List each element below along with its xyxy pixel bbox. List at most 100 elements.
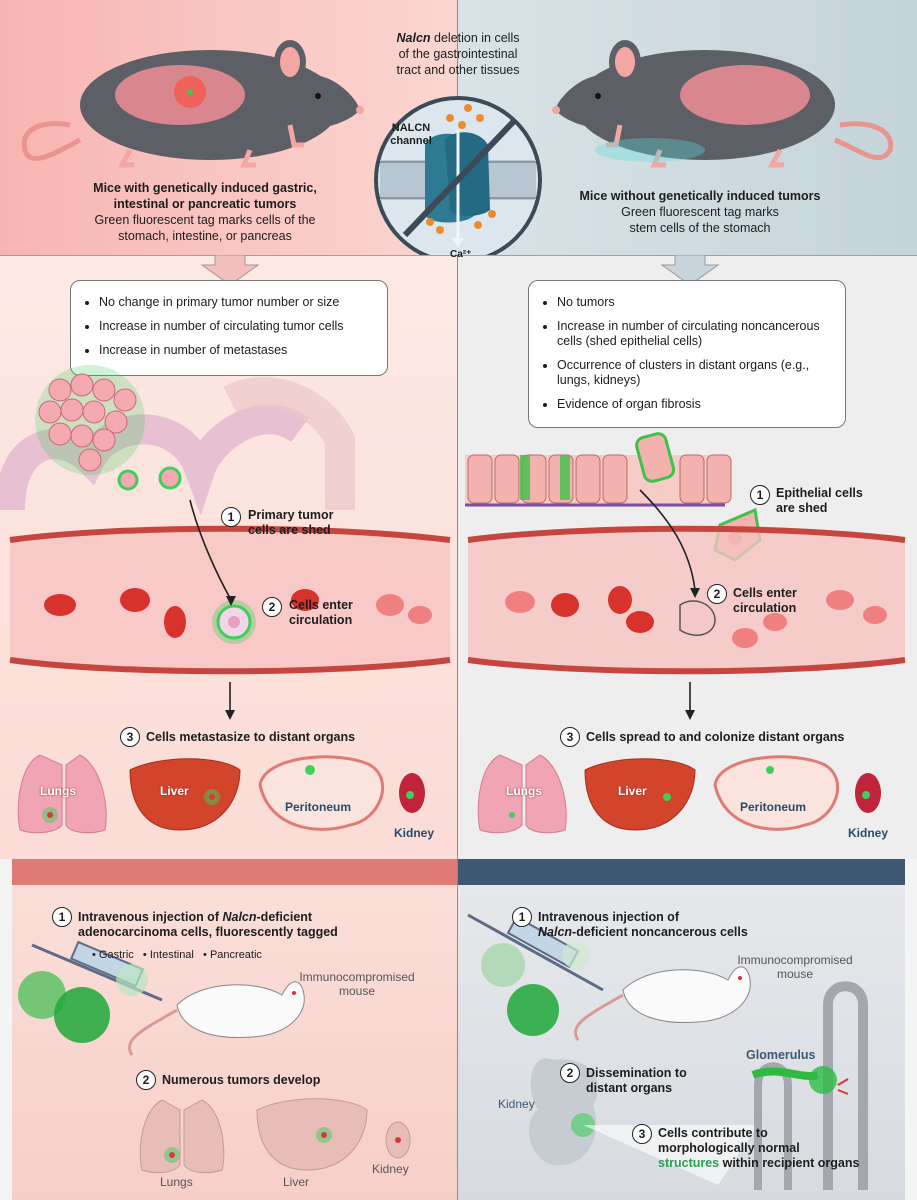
nalcn-channel-illustration: [374, 96, 542, 255]
left-step-1-text: Primary tumor cells are shed: [248, 508, 333, 538]
bl-type-pancreatic: Pancreatic: [209, 949, 262, 961]
bl-step-1-italic: Nalcn: [222, 910, 257, 924]
br-step-2-line2: distant organs: [586, 1081, 673, 1095]
right-mouse-illustration: [552, 40, 894, 168]
right-organ-kidney: Kidney: [848, 826, 889, 840]
left-step-1-number: 1: [221, 507, 241, 527]
br-step-1-italic: Nalcn: [538, 925, 573, 939]
right-finding-item: Evidence of organ fibrosis: [557, 397, 831, 412]
left-mouse-caption-1: Green fluorescent tag marks cells of the: [94, 213, 316, 227]
br-step-3-green: structures: [658, 1156, 720, 1170]
channel-label: NALCN channel: [386, 122, 436, 148]
left-mouse-caption-bold-2: intestinal or pancreatic tumors: [113, 197, 297, 211]
bottom-right-band: [458, 859, 905, 885]
right-step-1-line1: Epithelial cells: [776, 486, 863, 500]
bl-organ-kidney: Kidney: [372, 1162, 409, 1176]
bl-step-1-line2: adenocarcinoma cells, fluorescently tagg…: [78, 925, 338, 939]
left-step-3-number: 3: [120, 727, 140, 747]
left-step-2-text: Cells enter circulation: [289, 598, 353, 628]
right-step-2-number: 2: [707, 584, 727, 604]
left-finding-item: No change in primary tumor number or siz…: [99, 295, 373, 310]
header-line2: of the gastrointestinal: [398, 47, 518, 61]
bottom-left-illustration: [18, 940, 411, 1174]
header-caption: Nalcn deletion in cells of the gastroint…: [360, 30, 556, 78]
right-organ-lungs: Lungs: [506, 784, 542, 798]
br-kidney-label: Kidney: [498, 1097, 535, 1111]
right-mouse-caption: Mice without genetically induced tumors …: [555, 188, 845, 236]
bl-step-2-number: 2: [136, 1070, 156, 1090]
br-step-3-line2: morphologically normal: [658, 1141, 800, 1155]
right-findings-box: No tumors Increase in number of circulat…: [528, 280, 846, 428]
left-step-1-line1: Primary tumor: [248, 508, 334, 522]
br-mouse-label-1: Immunocompromised: [737, 953, 853, 967]
red-blood-cells: [44, 586, 887, 648]
br-step-3-text: Cells contribute to morphologically norm…: [658, 1126, 859, 1171]
channel-label-2: channel: [390, 135, 432, 147]
bottom-right-illustration: [467, 913, 868, 1190]
br-step-3-number: 3: [632, 1124, 652, 1144]
down-arrows: [200, 255, 720, 286]
bl-type-gastric: Gastric: [98, 949, 134, 961]
right-finding-item: Occurrence of clusters in distant organs…: [557, 358, 831, 388]
left-mouse-caption: Mice with genetically induced gastric, i…: [40, 180, 370, 244]
right-mouse-caption-2: stem cells of the stomach: [629, 221, 771, 235]
br-mouse-label: Immunocompromised mouse: [730, 953, 860, 981]
left-mouse-caption-bold-1: Mice with genetically induced gastric,: [93, 181, 317, 195]
right-step-1-text: Epithelial cells are shed: [776, 486, 863, 516]
br-step-1-text: Intravenous injection of Nalcn-deficient…: [538, 910, 748, 940]
right-mouse-caption-bold: Mice without genetically induced tumors: [579, 189, 821, 203]
left-organ-peritoneum: Peritoneum: [285, 800, 352, 814]
right-step-3-number: 3: [560, 727, 580, 747]
bl-organ-lungs: Lungs: [160, 1175, 193, 1189]
organs-illustration: [17, 754, 881, 834]
right-organ-peritoneum: Peritoneum: [740, 800, 807, 814]
right-mouse-caption-1: Green fluorescent tag marks: [621, 205, 779, 219]
bottom-left-band: [12, 859, 458, 885]
right-step-1-number: 1: [750, 485, 770, 505]
br-step-1-rest: -deficient noncancerous cells: [572, 925, 748, 939]
organ-arrows: [225, 682, 695, 720]
left-step-2-number: 2: [262, 597, 282, 617]
bl-step-1-b: -deficient: [256, 910, 313, 924]
bl-mouse-label-2: mouse: [338, 984, 376, 998]
right-step-1-line2: are shed: [776, 501, 828, 515]
bl-step-1-a: Intravenous injection of: [78, 910, 223, 924]
bl-step-1-text: Intravenous injection of Nalcn-deficient…: [78, 910, 338, 940]
left-step-3-text: Cells metastasize to distant organs: [146, 730, 356, 744]
left-organ-liver: Liver: [160, 784, 189, 798]
bl-type-intestinal: Intestinal: [149, 949, 194, 961]
ca-label: Ca²⁺: [450, 249, 472, 260]
left-finding-item: Increase in number of metastases: [99, 343, 373, 358]
right-step-3-text: Cells spread to and colonize distant org…: [586, 730, 845, 744]
header-nalcn-italic: Nalcn: [396, 31, 431, 45]
header-line3: tract and other tissues: [396, 63, 520, 77]
bl-step-2-text: Numerous tumors develop: [162, 1073, 321, 1087]
br-mouse-label-2: mouse: [776, 967, 814, 981]
br-step-2-number: 2: [560, 1063, 580, 1083]
top-illustration: [21, 40, 894, 255]
bl-mouse-label-1: Immunocompromised: [299, 970, 415, 984]
br-step-1-line1: Intravenous injection of: [538, 910, 679, 924]
left-organ-lungs: Lungs: [40, 784, 76, 798]
left-step-1-line2: cells are shed: [248, 523, 331, 537]
right-finding-item: Increase in number of circulating noncan…: [557, 319, 831, 349]
circulation-illustration: [0, 365, 906, 675]
right-organ-liver: Liver: [618, 784, 647, 798]
center-divider: [457, 0, 458, 1200]
right-step-2-line2: circulation: [733, 601, 797, 615]
br-step-3-rest: within recipient organs: [719, 1156, 860, 1170]
left-intestine-tumor: [0, 365, 355, 516]
left-organ-kidney: Kidney: [394, 826, 435, 840]
left-mouse-caption-2: stomach, intestine, or pancreas: [118, 229, 292, 243]
left-mouse-illustration: [21, 40, 364, 168]
right-blood-vessel: [467, 525, 906, 675]
left-step-2-line2: circulation: [289, 613, 353, 627]
top-divider: [0, 255, 917, 256]
channel-label-1: NALCN: [391, 122, 431, 134]
left-step-2-line1: Cells enter: [289, 598, 353, 612]
right-step-2-text: Cells enter circulation: [733, 586, 797, 616]
br-glomerulus-label: Glomerulus: [746, 1048, 816, 1062]
bl-step-1-number: 1: [52, 907, 72, 927]
br-step-2-line1: Dissemination to: [586, 1066, 687, 1080]
bl-organ-liver: Liver: [283, 1175, 310, 1189]
